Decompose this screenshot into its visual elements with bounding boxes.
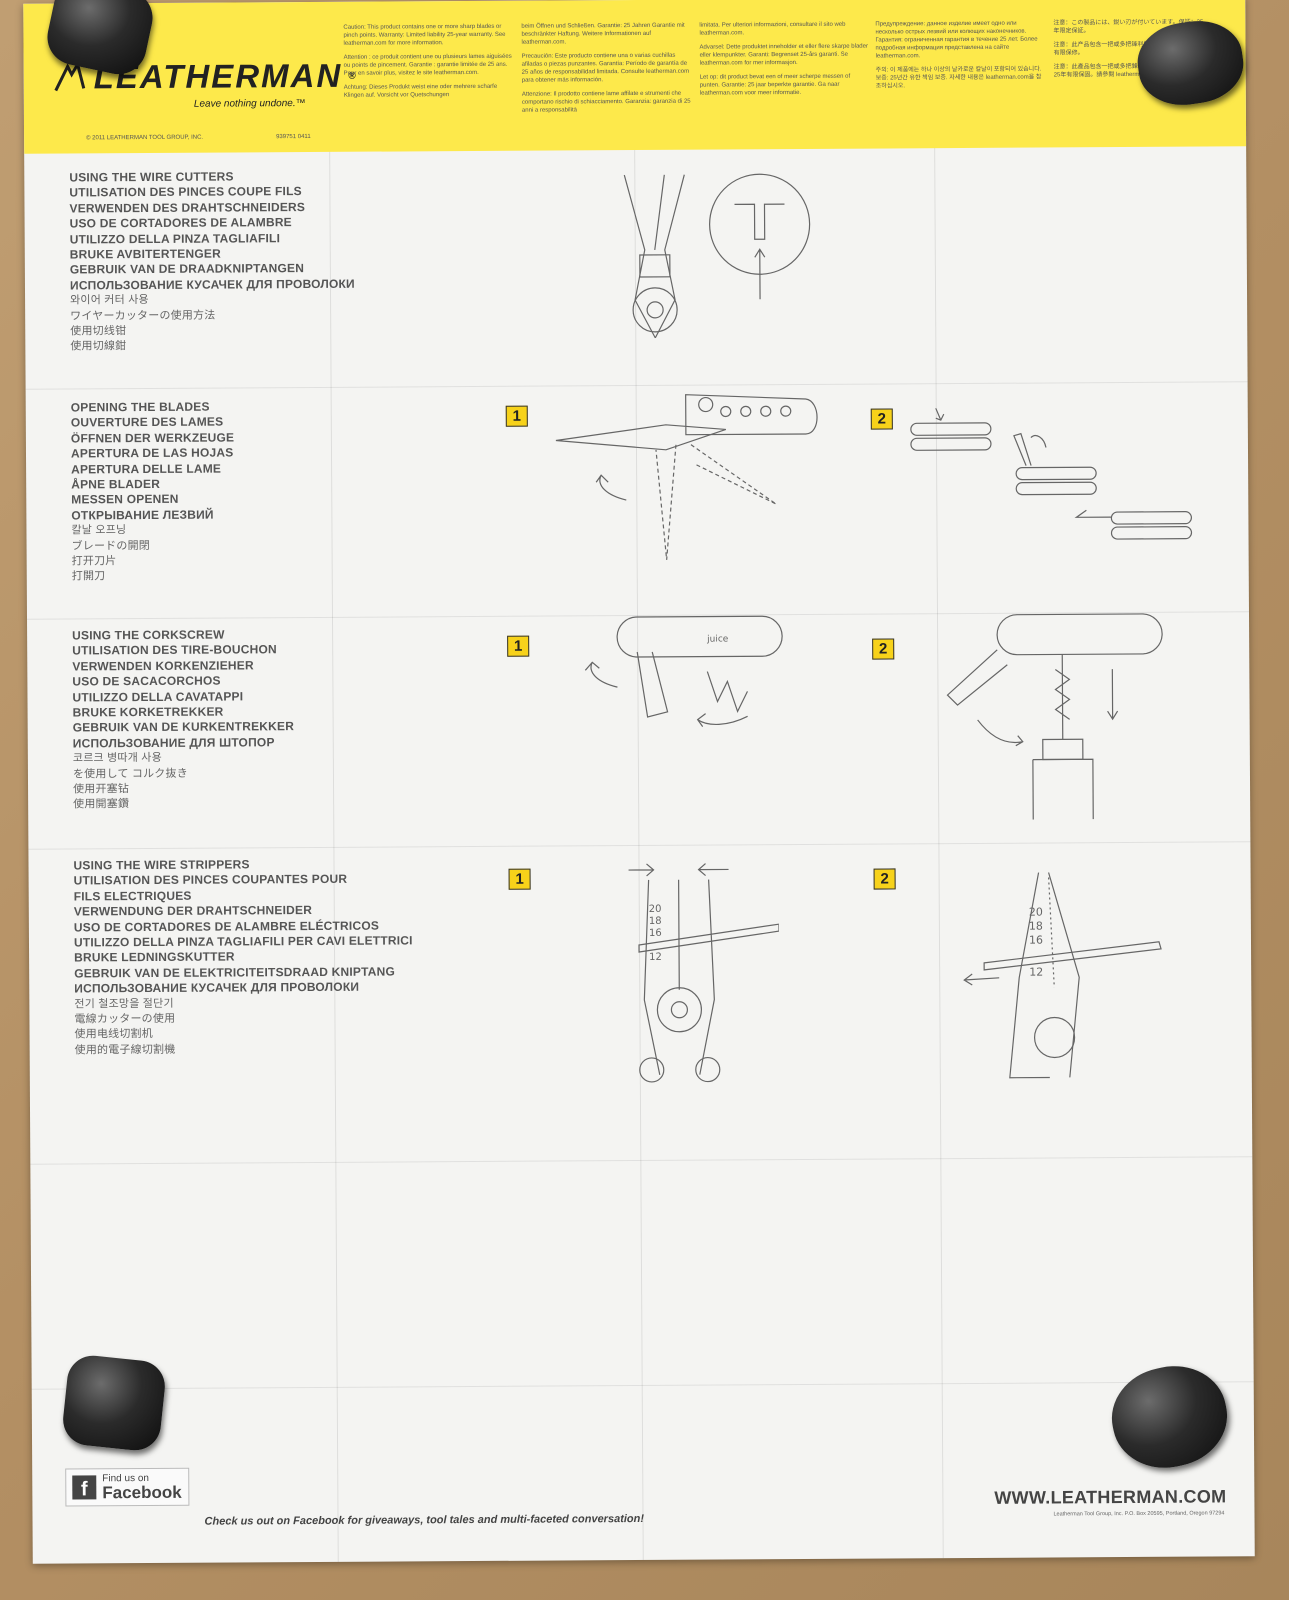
warning-text: Caution: This product contains one or mo…: [343, 23, 506, 47]
tool-label: juice: [706, 634, 729, 644]
facebook-icon: f: [72, 1475, 97, 1500]
warning-text: beim Öffnen und Schließen. Garantie: 25 …: [521, 22, 685, 46]
step-badge-2: 2: [872, 638, 895, 660]
section-title: UTILISATION DES PINCES COUPE FILS: [69, 184, 302, 200]
section-title: ブレードの開閉: [71, 539, 151, 553]
copyright: © 2011 LEATHERMAN TOOL GROUP, INC.: [86, 134, 204, 142]
section-title: UTILISATION DES TIRE-BOUCHON: [72, 642, 277, 658]
section-title: ÖFFNEN DER WERKZEUGE: [70, 430, 235, 446]
blade-opening-steps-illustration: [906, 407, 1207, 564]
section-title: GEBRUIK VAN DE KURKENTREKKER: [72, 719, 295, 735]
section-title: 打開刀: [71, 570, 106, 583]
section-title: 使用切線鉗: [70, 340, 127, 353]
section-title: 와이어 커터 사용: [70, 294, 149, 307]
section-wire-cutters-titles: USING THE WIRE CUTTERS UTILISATION DES P…: [69, 169, 355, 356]
gauge-label-12: 12: [1029, 966, 1043, 979]
warning-column-1: Caution: This product contains one or mo…: [343, 23, 513, 106]
step-badge-1: 1: [507, 635, 530, 657]
section-title: USO DE CORTADORES DE ALAMBRE: [69, 215, 292, 231]
gauge-label-18: 18: [649, 916, 662, 927]
warning-text: Precaución: Este producto contiene una o…: [521, 52, 690, 84]
section-title: APERTURA DE LAS HOJAS: [70, 445, 234, 461]
magnet-bottom-left: [60, 1353, 168, 1453]
section-title: BRUKE KORKETREKKER: [72, 704, 224, 720]
section-title: APERTURA DELLE LAME: [71, 461, 222, 477]
section-title: 칼날 오프닝: [71, 524, 127, 537]
section-title: MESSEN OPENEN: [71, 492, 179, 507]
section-title: 打开刀片: [71, 555, 117, 568]
warning-text: Achtung: Dieses Produkt weist eine oder …: [343, 83, 498, 99]
warning-text: Let op: dit product bevat een of meer sc…: [699, 73, 851, 97]
gauge-label-20: 20: [1029, 906, 1043, 919]
warning-text: Предупреждение: данное изделие имеет одн…: [875, 20, 1038, 60]
facebook-message: Check us out on Facebook for giveaways, …: [204, 1512, 645, 1528]
section-title: BRUKE AVBITERTENGER: [69, 246, 221, 262]
blade-opening-illustration: [546, 389, 827, 566]
part-number: 939751 0411: [276, 133, 311, 141]
warning-text: Advarsel: Dette produktet inneholder et …: [699, 43, 868, 67]
section-title: ИСПОЛЬЗОВАНИЕ КУСАЧЕК ДЛЯ ПРОВОЛОКИ: [69, 276, 355, 293]
section-title: 使用的電子線切割機: [74, 1043, 176, 1057]
section-title: 使用開塞鑽: [73, 798, 130, 811]
wire-stripper-step1-illustration: 20 18 16 12: [618, 859, 780, 1090]
section-title: UTILIZZO DELLA CAVATAPPI: [72, 689, 244, 705]
section-title: 使用切线钳: [70, 325, 127, 338]
corkscrew-step2-illustration: [937, 609, 1198, 821]
section-title: OUVERTURE DES LAMES: [70, 414, 224, 430]
gauge-label-16: 16: [649, 928, 662, 939]
step-badge-2: 2: [873, 868, 896, 890]
gauge-label-16: 16: [1029, 934, 1043, 947]
warning-text: 주의: 이 제품에는 하나 이상의 날카로운 칼날이 포함되어 있습니다. 보증…: [875, 66, 1042, 90]
section-title: 코르크 병따개 사용: [72, 752, 162, 765]
warning-text: Attention : ce produit contient une ou p…: [343, 53, 512, 77]
section-wire-strippers-titles: USING THE WIRE STRIPPERS UTILISATION DES…: [73, 856, 413, 1058]
section-title: VERWENDEN KORKENZIEHER: [72, 658, 254, 674]
warning-column-3: limitata. Per ulteriori informazioni, co…: [699, 21, 869, 104]
section-title: GEBRUIK VAN DE DRAADKNIPTANGEN: [69, 261, 305, 277]
warning-text: Attenzione: Il prodotto contiene lame af…: [521, 90, 691, 114]
corkscrew-step1-illustration: juice: [557, 611, 798, 752]
section-title: ОТКРЫВАНИЕ ЛЕЗВИЙ: [71, 507, 214, 523]
instruction-sheet: LEATHERMAN® Leave nothing undone.™ © 201…: [23, 0, 1255, 1564]
company-address: Leatherman Tool Group, Inc. P.O. Box 205…: [1053, 1510, 1225, 1518]
section-title: USING THE WIRE CUTTERS: [69, 169, 234, 185]
step-badge-1: 1: [505, 405, 528, 427]
facebook-name-label: Facebook: [102, 1482, 182, 1502]
section-opening-blades-titles: OPENING THE BLADES OUVERTURE DES LAMES Ö…: [71, 399, 235, 585]
wire-stripper-step2-illustration: 20 18 16 12: [939, 867, 1170, 1098]
warning-column-2: beim Öffnen und Schließen. Garantie: 25 …: [521, 22, 692, 121]
section-title: UTILIZZO DELLA PINZA TAGLIAFILI PER CAVI…: [73, 933, 413, 950]
leatherman-mark-icon: [54, 60, 86, 92]
section-title: ワイヤーカッターの使用方法: [70, 309, 216, 323]
section-title: を使用して コルク抜き: [72, 767, 188, 781]
gauge-label-20: 20: [649, 904, 662, 915]
leatherman-logo: LEATHERMAN®: [54, 57, 358, 97]
step-badge-1: 1: [508, 868, 531, 890]
section-title: ИСПОЛЬЗОВАНИЕ ДЛЯ ШТОПОР: [72, 735, 275, 751]
section-title: 使用开塞钻: [73, 783, 130, 796]
website-url[interactable]: WWW.LEATHERMAN.COM: [994, 1486, 1227, 1508]
section-title: USING THE CORKSCREW: [72, 627, 225, 643]
section-title: USO DE SACACORCHOS: [72, 673, 221, 689]
section-title: GEBRUIK VAN DE ELEKTRICITEITSDRAAD KNIPT…: [74, 964, 396, 981]
warning-column-4: Предупреждение: данное изделие имеет одн…: [875, 20, 1045, 97]
header-banner: LEATHERMAN® Leave nothing undone.™ © 201…: [23, 0, 1247, 154]
wire-cutter-illustration: [604, 169, 825, 340]
section-title: VERWENDEN DES DRAHTSCHNEIDERS: [69, 199, 306, 216]
section-title: OPENING THE BLADES: [70, 399, 210, 415]
section-corkscrew-titles: USING THE CORKSCREW UTILISATION DES TIRE…: [72, 627, 295, 813]
warning-text: limitata. Per ulteriori informazioni, co…: [699, 21, 846, 37]
tagline: Leave nothing undone.™: [193, 98, 306, 110]
step-badge-2: 2: [870, 408, 893, 430]
gauge-label-12: 12: [649, 952, 662, 963]
gauge-label-18: 18: [1029, 920, 1043, 933]
facebook-badge[interactable]: f Find us on Facebook: [65, 1467, 190, 1507]
section-title: UTILIZZO DELLA PINZA TAGLIAFILI: [69, 230, 281, 247]
section-title: ÅPNE BLADER: [71, 476, 161, 492]
